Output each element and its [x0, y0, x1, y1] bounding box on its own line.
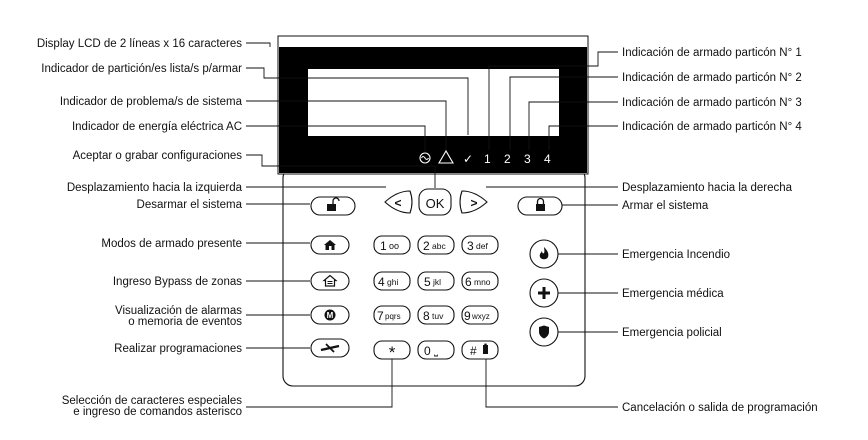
label-accept: Aceptar o grabar configuraciones — [73, 150, 243, 162]
svg-text:*: * — [389, 343, 396, 362]
svg-text:abc: abc — [432, 241, 446, 251]
svg-text:ghi: ghi — [387, 277, 398, 287]
svg-text:#: # — [470, 344, 477, 358]
label-lcd-display: Display LCD de 2 líneas x 16 caracteres — [37, 38, 242, 50]
svg-text:7: 7 — [377, 309, 384, 323]
label-cancel: Cancelación o salida de programación — [622, 402, 818, 414]
open-lock-icon — [327, 197, 340, 211]
label-partition-ready: Indicador de partición/es lista/s p/arma… — [41, 63, 242, 75]
partition-1-indicator: 1 — [484, 152, 491, 166]
svg-text:0: 0 — [424, 344, 431, 358]
trouble-triangle-icon — [438, 149, 454, 164]
label-disarm: Desarmar el sistema — [137, 199, 243, 211]
svg-text:mno: mno — [474, 277, 491, 287]
label-alarm-memory-line1: Visualización de alarmas — [115, 305, 242, 317]
svg-text:5: 5 — [424, 275, 431, 289]
label-arm: Armar el sistema — [622, 200, 709, 212]
key-hash[interactable]: # — [461, 340, 499, 360]
label-police: Emergencia policial — [622, 327, 722, 339]
svg-text:9: 9 — [464, 309, 471, 323]
label-stay-modes: Modos de armado presente — [101, 238, 242, 250]
key-7[interactable]: 7 pqrs — [373, 305, 411, 325]
key-4[interactable]: 4 ghi — [373, 271, 411, 291]
svg-text:6: 6 — [465, 275, 472, 289]
programming-button[interactable] — [310, 338, 350, 358]
svg-text:tuv: tuv — [432, 311, 444, 321]
label-partition-1: Indicación de armado particón N° 1 — [622, 47, 802, 59]
svg-text:3: 3 — [467, 239, 474, 253]
battery-icon — [483, 343, 488, 354]
svg-text:pqrs: pqrs — [385, 312, 401, 321]
stay-arm-button[interactable] — [310, 235, 350, 255]
ac-power-icon — [419, 152, 431, 164]
label-bypass: Ingreso Bypass de zonas — [113, 276, 242, 288]
fire-emergency-button[interactable] — [529, 239, 559, 269]
label-alarm-memory-line2: o memoria de eventos — [128, 316, 242, 328]
label-fire: Emergencia Incendio — [622, 249, 730, 261]
svg-text:4: 4 — [378, 275, 385, 289]
svg-text:OK: OK — [426, 196, 445, 211]
key-8[interactable]: 8 tuv — [417, 305, 455, 325]
svg-text:M: M — [327, 311, 334, 320]
partition-4-indicator: 4 — [544, 152, 551, 166]
bypass-house-icon — [322, 274, 338, 287]
ok-button[interactable]: OK — [418, 188, 452, 216]
svg-text:2: 2 — [423, 239, 430, 253]
label-special-chars-line2: e ingreso de comandos asterisco — [73, 406, 242, 418]
svg-text:def: def — [476, 241, 488, 251]
label-ac-power: Indicador de energía eléctrica AC — [72, 121, 242, 133]
leader-lines-left — [246, 42, 469, 408]
label-medical: Emergencia médica — [622, 288, 724, 300]
label-partition-3: Indicación de armado particón N° 3 — [622, 97, 802, 109]
key-3[interactable]: 3 def — [461, 235, 499, 255]
cross-icon — [538, 287, 550, 299]
label-trouble: Indicador de problema/s de sistema — [60, 96, 243, 108]
bypass-button[interactable] — [310, 271, 350, 291]
partition-2-indicator: 2 — [504, 152, 511, 166]
label-partition-4: Indicación de armado particón N° 4 — [622, 121, 802, 133]
svg-text:⎵: ⎵ — [434, 346, 438, 357]
label-programming: Realizar programaciones — [114, 343, 242, 355]
svg-text:8: 8 — [423, 309, 430, 323]
label-special-chars-line1: Selección de caracteres especiales — [62, 395, 243, 407]
programming-icon — [320, 343, 340, 353]
label-scroll-left: Desplazamiento hacia la izquierda — [67, 182, 243, 194]
label-partition-2: Indicación de armado particón N° 2 — [622, 72, 802, 84]
key-2[interactable]: 2 abc — [417, 235, 455, 255]
partition-ready-checkmark: ✓ — [463, 152, 473, 166]
svg-text:oo: oo — [389, 241, 399, 251]
key-star[interactable]: * — [373, 340, 411, 362]
svg-text:jkl: jkl — [432, 277, 441, 287]
key-6[interactable]: 6 mno — [461, 271, 499, 291]
left-arrow-button[interactable]: < — [384, 190, 413, 214]
police-emergency-button[interactable] — [529, 317, 559, 347]
memory-button[interactable]: M — [310, 305, 350, 325]
shield-icon — [539, 325, 549, 339]
svg-text:>: > — [470, 196, 477, 210]
lcd-screen — [308, 69, 559, 136]
key-5[interactable]: 5 jkl — [417, 271, 455, 291]
svg-text:1: 1 — [380, 239, 387, 253]
key-1[interactable]: 1 oo — [373, 235, 411, 255]
key-0[interactable]: 0 ⎵ — [417, 340, 455, 360]
memory-icon: M — [324, 309, 336, 321]
medical-emergency-button[interactable] — [529, 278, 559, 308]
house-icon — [324, 240, 336, 250]
key-9[interactable]: 9 wxyz — [461, 305, 499, 325]
partition-3-indicator: 3 — [524, 152, 531, 166]
label-scroll-right: Desplazamiento hacia la derecha — [622, 182, 793, 194]
right-arrow-button[interactable]: > — [459, 190, 488, 214]
leader-lines-right — [485, 51, 618, 408]
disarm-button[interactable] — [310, 196, 356, 216]
svg-text:<: < — [394, 196, 401, 210]
svg-text:wxyz: wxyz — [471, 312, 490, 321]
closed-lock-icon — [536, 197, 545, 211]
arm-button[interactable] — [517, 196, 563, 216]
flame-icon — [539, 247, 549, 260]
